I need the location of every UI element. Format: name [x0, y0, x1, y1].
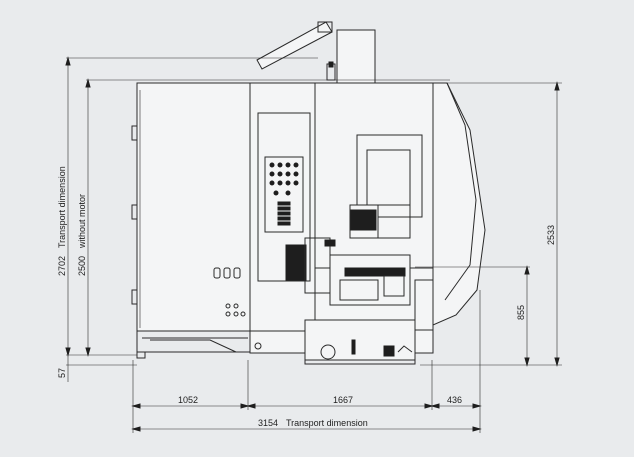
dim-height-total: 2533 [546, 225, 556, 245]
extension-lines [66, 57, 562, 433]
dim-height-transport: 2702 [57, 256, 67, 276]
machine-base [304, 319, 416, 361]
dim-height-transport-label: Transport dimension [57, 166, 67, 248]
level-screw-icon [254, 342, 262, 350]
tool-changer-icon [285, 244, 307, 281]
foot-icon [136, 351, 146, 359]
dim-width-left: 1052 [178, 395, 198, 405]
machine-body [131, 21, 486, 365]
left-cabinet [136, 82, 251, 332]
keypad-buttons [269, 162, 299, 226]
spindle-drive-icon [350, 209, 377, 231]
dim-total-width-label: Transport dimension [286, 418, 368, 428]
table-slide [344, 267, 406, 277]
dimension-lines [65, 56, 560, 432]
wheel-icon [320, 344, 336, 360]
dim-height-base: 57 [57, 368, 67, 378]
dim-height-without-motor-label: without motor [77, 194, 87, 249]
dim-height-without-motor: 2500 [77, 256, 87, 276]
dim-width-middle: 1667 [333, 395, 353, 405]
hinge-icon [131, 204, 138, 220]
control-panel [257, 112, 311, 282]
dim-total-width: 3154 [258, 418, 278, 428]
spindle-head [356, 134, 423, 218]
spindle-motor [336, 29, 376, 84]
status-lamps [213, 267, 246, 317]
dim-width-right: 436 [447, 395, 462, 405]
hinge-icon [131, 125, 138, 141]
dim-height-spindle: 855 [516, 305, 526, 320]
hood-arm [256, 21, 333, 70]
right-door [432, 82, 486, 326]
control-keypad [264, 156, 304, 233]
hinge-icon [131, 289, 138, 305]
